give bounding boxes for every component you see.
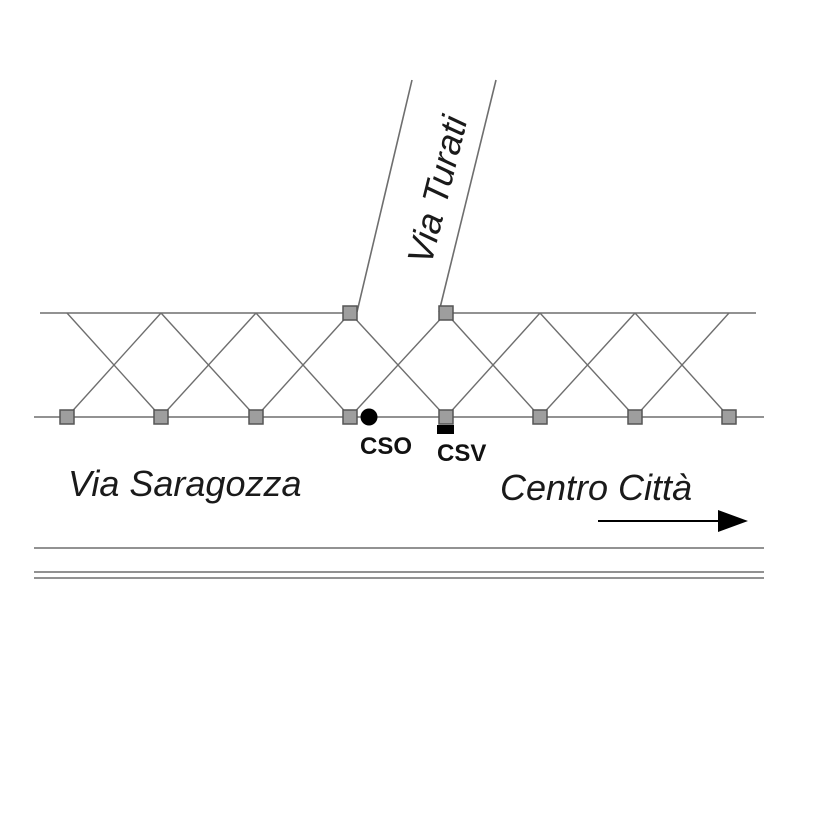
via-turati-label: Via Turati bbox=[399, 111, 475, 268]
pylon-square bbox=[248, 409, 264, 425]
pylon-square bbox=[438, 305, 454, 321]
pylon-square bbox=[342, 305, 358, 321]
via-saragozza-label: Via Saragozza bbox=[68, 463, 302, 504]
via-turati-road bbox=[356, 79, 497, 313]
direction-arrow-icon bbox=[598, 510, 748, 532]
brace bbox=[255, 312, 351, 418]
brace bbox=[634, 312, 730, 418]
brace bbox=[349, 312, 447, 418]
via-turati-right-edge bbox=[438, 79, 497, 313]
pylon-square bbox=[721, 409, 737, 425]
portico-cross-bracing bbox=[66, 312, 730, 418]
csv-marker-block bbox=[437, 425, 454, 434]
cso-label: CSO bbox=[360, 433, 412, 460]
portico-band bbox=[34, 312, 764, 418]
brace bbox=[66, 312, 162, 418]
pylon-square bbox=[153, 409, 169, 425]
pylon-square bbox=[627, 409, 643, 425]
pylon-square bbox=[532, 409, 548, 425]
cso-marker-dot bbox=[360, 408, 378, 426]
brace bbox=[160, 312, 257, 418]
pylon-square bbox=[342, 409, 358, 425]
csv-label: CSV bbox=[437, 440, 486, 467]
pylons bbox=[59, 305, 737, 425]
pylon-square bbox=[438, 409, 454, 425]
centro-citta-label: Centro Città bbox=[500, 467, 692, 508]
pylon-square bbox=[59, 409, 75, 425]
brace bbox=[445, 312, 541, 418]
via-turati-left-edge bbox=[356, 79, 413, 313]
road-edges bbox=[34, 547, 764, 579]
brace bbox=[539, 312, 636, 418]
